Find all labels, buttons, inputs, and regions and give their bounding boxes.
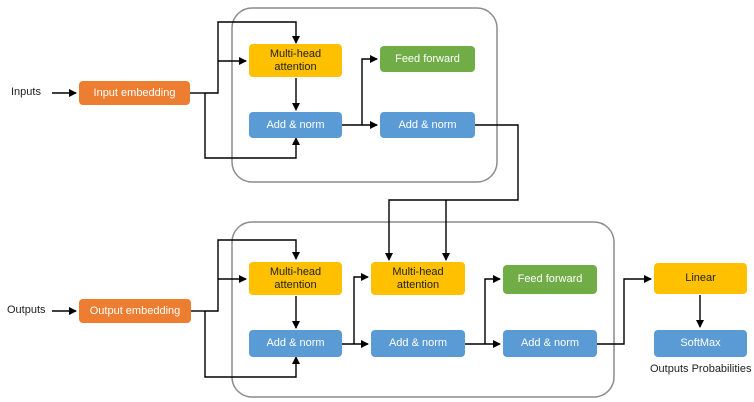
arrow-dec-to-cross-attn — [353, 273, 369, 344]
arrow-enc-residual — [204, 93, 300, 159]
decoder-self-attention-label: Multi-head attention — [269, 265, 322, 291]
output-embedding-label: Output embedding — [89, 304, 181, 317]
decoder-add-norm-2: Add & norm — [371, 330, 465, 357]
softmax-layer: SoftMax — [654, 330, 747, 357]
arrow-dec-residual — [204, 311, 300, 378]
arrow-enc-to-ff — [361, 55, 378, 125]
encoder-multi-head-attention: Multi-head attention — [249, 44, 342, 77]
arrow-decoder-to-linear — [597, 275, 652, 345]
decoder-add-norm-3-label: Add & norm — [520, 337, 580, 349]
encoder-add-norm-2: Add & norm — [380, 112, 475, 138]
decoder-add-norm-2-label: Add & norm — [388, 337, 448, 349]
linear-label: Linear — [685, 272, 716, 284]
decoder-add-norm-1: Add & norm — [249, 330, 342, 357]
encoder-attention-label: Multi-head attention — [269, 47, 322, 73]
outputs-label: Outputs — [7, 304, 46, 316]
arrow-dec-to-attn-top — [205, 239, 300, 312]
encoder-add-norm-2-label: Add & norm — [398, 118, 457, 131]
linear-layer: Linear — [654, 263, 747, 294]
decoder-add-norm-3: Add & norm — [503, 330, 597, 357]
inputs-label: Inputs — [11, 86, 41, 98]
input-embedding-label: Input embedding — [93, 86, 176, 99]
encoder-feed-forward: Feed forward — [380, 46, 475, 72]
output-embedding: Output embedding — [79, 299, 191, 323]
arrow-enc-to-attn-top — [205, 21, 300, 94]
decoder-feed-forward: Feed forward — [503, 265, 597, 294]
encoder-ff-label: Feed forward — [395, 52, 460, 65]
decoder-cross-attention: Multi-head attention — [371, 262, 465, 295]
encoder-add-norm-1: Add & norm — [249, 112, 342, 138]
softmax-label: SoftMax — [680, 337, 721, 349]
decoder-block — [231, 221, 615, 398]
decoder-self-attention: Multi-head attention — [249, 262, 342, 295]
input-embedding: Input embedding — [79, 81, 190, 105]
decoder-ff-label: Feed forward — [517, 273, 583, 285]
decoder-add-norm-1-label: Add & norm — [266, 337, 325, 349]
outputs-probabilities-caption: Outputs Probabilities — [650, 363, 752, 375]
arrow-encoder-to-decoder-1 — [385, 124, 519, 261]
decoder-cross-attention-label: Multi-head attention — [392, 265, 444, 291]
encoder-add-norm-1-label: Add & norm — [266, 118, 325, 131]
arrow-dec-to-ff — [484, 275, 501, 344]
encoder-block — [231, 7, 498, 183]
